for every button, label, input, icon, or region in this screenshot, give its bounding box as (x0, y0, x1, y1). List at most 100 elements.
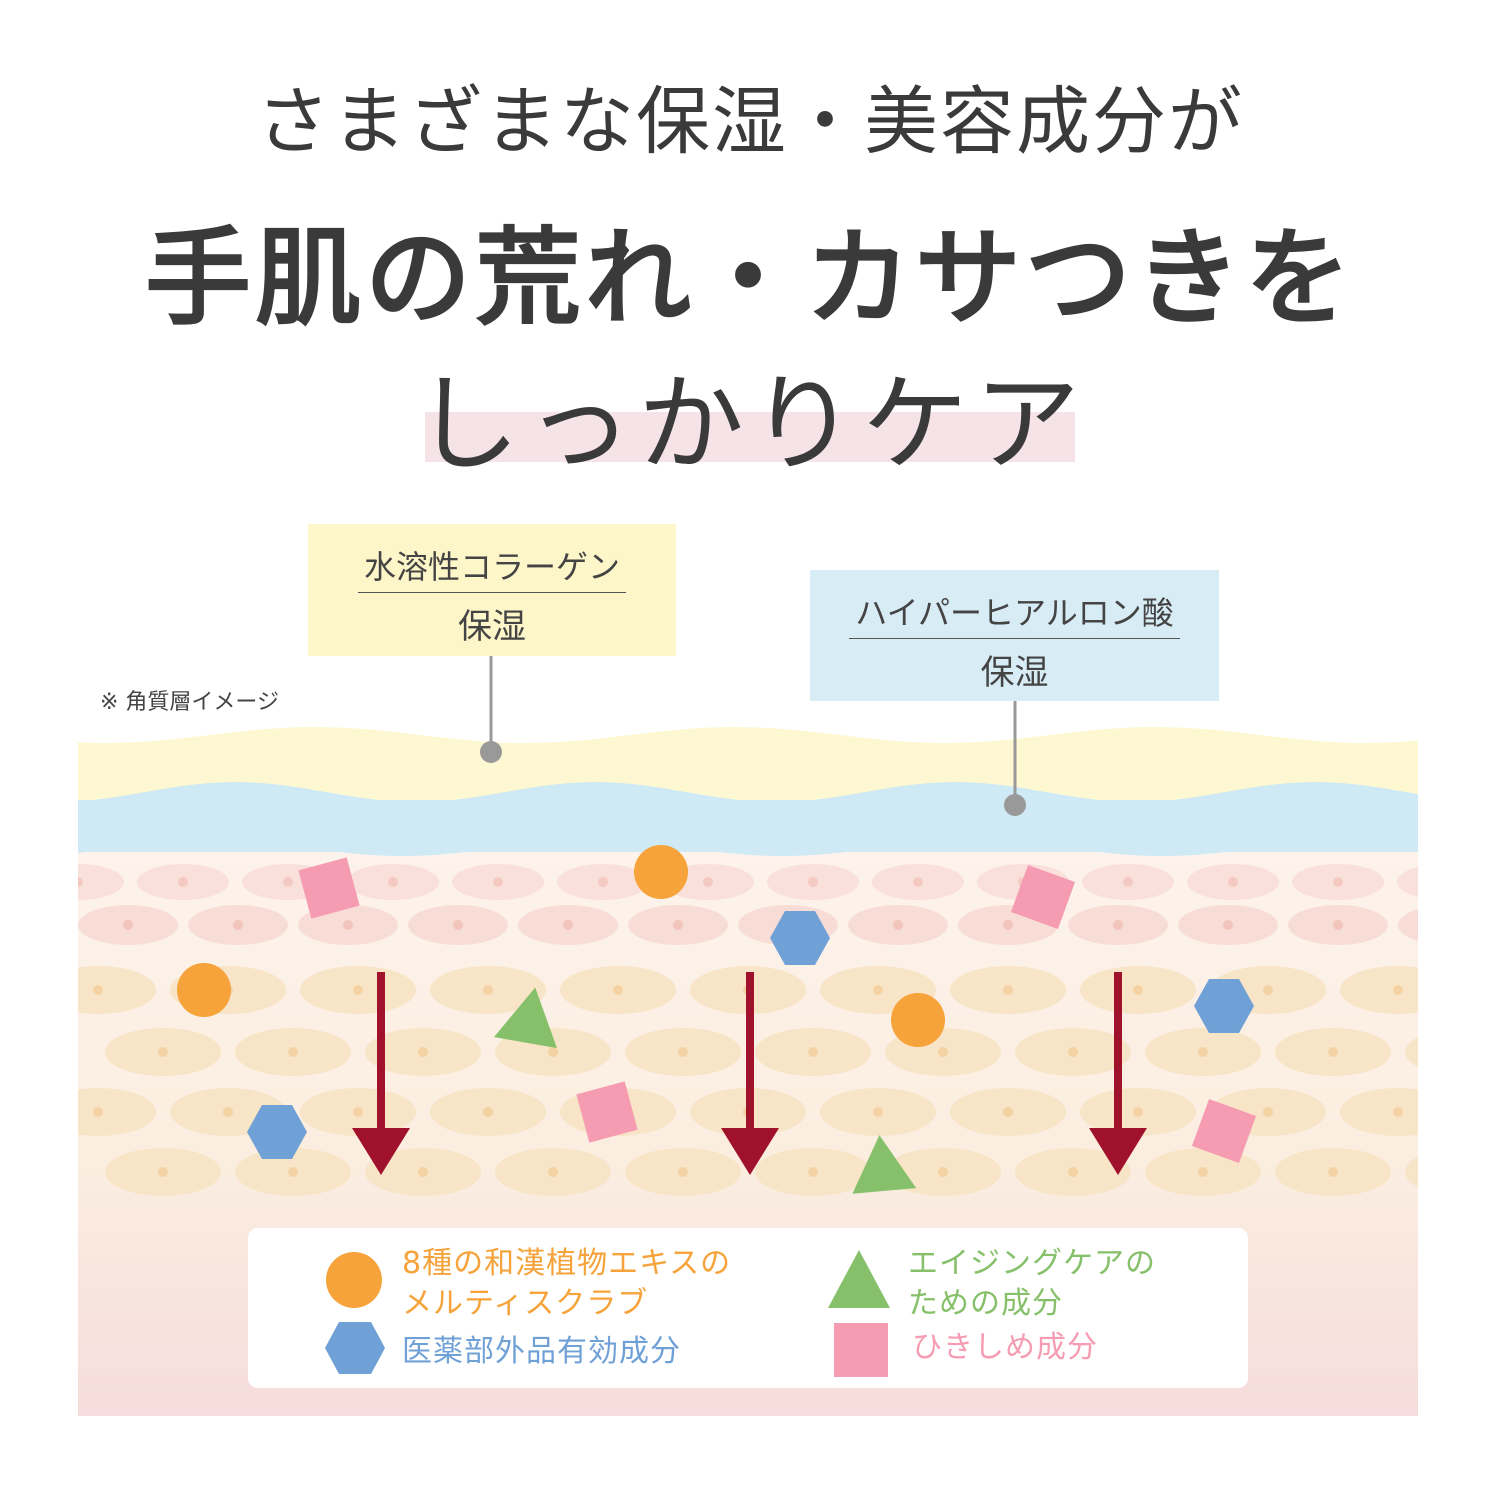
arrow-shaft (1114, 972, 1122, 1132)
yellow-collagen-layer (78, 727, 1418, 800)
scrub-particle (634, 845, 688, 899)
legend-quasi-drug-label: 医薬部外品有効成分 (402, 1334, 681, 1369)
skin-cell-nucleus (93, 985, 103, 995)
skin-cell-nucleus (613, 985, 623, 995)
penetration-arrows (352, 972, 1147, 1175)
skin-cell-nucleus (1123, 877, 1133, 887)
legend-aging-line-2: ための成分 (908, 1286, 1063, 1321)
skin-cell-nucleus (483, 1107, 493, 1117)
skin-cell-nucleus (1198, 1167, 1208, 1177)
skin-cell-nucleus (1068, 1047, 1078, 1057)
headline-highlight-bar (425, 412, 1075, 462)
legend-scrub-label: 8種の和漢植物エキスの メルティスクラブ (402, 1244, 731, 1324)
stratum-corneum-note: ※ 角質層イメージ (100, 690, 279, 715)
skin-cell-nucleus (1223, 920, 1233, 930)
blue-hexagon-icon (325, 1322, 385, 1374)
skin-cell-nucleus (1393, 985, 1403, 995)
arrow-head (352, 1128, 410, 1175)
skin-cell-nucleus (1328, 1047, 1338, 1057)
skin-cell-nucleus (873, 1107, 883, 1117)
skin-cell-nucleus (808, 1047, 818, 1057)
arrow-head (721, 1128, 779, 1175)
tightening-particle (1010, 864, 1076, 930)
skin-cell-nucleus (938, 1167, 948, 1177)
scrub-particle (177, 963, 231, 1017)
ingredient-legend: 8種の和漢植物エキスの メルティスクラブ エイジングケアの ための成分 医薬部外… (248, 1228, 1248, 1388)
quasi-drug-particle (1194, 979, 1254, 1033)
skin-cell-nucleus (283, 877, 293, 887)
tightening-particle (576, 1081, 638, 1143)
collagen-pointer-dot (480, 741, 502, 763)
left-margin-mask (0, 850, 78, 1450)
headline-line-1: さまざまな保湿・美容成分が (256, 79, 1244, 165)
skin-cell-nucleus (1133, 1107, 1143, 1117)
skin-cell-nucleus (1333, 920, 1343, 930)
headline-line-2: 手肌の荒れ・カサつきを (145, 215, 1355, 340)
skin-cell-nucleus (1198, 1047, 1208, 1057)
skin-cell-nucleus (1333, 877, 1343, 887)
skin-cell-nucleus (1328, 1167, 1338, 1177)
skin-cell-nucleus (288, 1167, 298, 1177)
skin-cell-nucleus (233, 920, 243, 930)
skin-cell-nucleus (388, 877, 398, 887)
aging-particle (493, 987, 557, 1049)
skin-cell-nucleus (483, 985, 493, 995)
ingredient-particles (177, 845, 1257, 1194)
skin-cell-nucleus (1003, 1107, 1013, 1117)
skin-cell-nucleus (1003, 920, 1013, 930)
skin-cell-nucleus (1068, 1167, 1078, 1177)
skin-cell-nucleus (158, 1167, 168, 1177)
skin-cell-nucleus (673, 920, 683, 930)
skin-cell-nucleus (548, 1047, 558, 1057)
callout-hyaluron-role: 保湿 (980, 653, 1049, 693)
skin-cell-nucleus (678, 1047, 688, 1057)
green-triangle-icon (828, 1250, 890, 1308)
skin-cell-nucleus (703, 877, 713, 887)
callout-lines (480, 656, 1026, 816)
tightening-particle (1191, 1098, 1257, 1164)
skin-cell-nucleus (178, 877, 188, 887)
quasi-drug-particle (247, 1105, 307, 1159)
legend-scrub-line-1: 8種の和漢植物エキスの (402, 1246, 732, 1281)
skin-cell-nucleus (548, 1167, 558, 1177)
arrow-shaft (377, 972, 385, 1132)
callout-collagen-role: 保湿 (458, 607, 526, 647)
skin-cell-nucleus (453, 920, 463, 930)
callout-collagen-name: 水溶性コラーゲン (357, 542, 626, 593)
aging-particle (852, 1135, 917, 1194)
orange-circle-icon (326, 1252, 382, 1308)
legend-tightening-label: ひきしめ成分 (912, 1330, 1098, 1365)
skin-cell-nucleus (158, 1047, 168, 1057)
skin-cell-nucleus (808, 877, 818, 887)
skin-cell-nucleus (1263, 985, 1273, 995)
skin-cell-nucleus (1263, 1107, 1273, 1117)
skin-cell-nucleus (893, 920, 903, 930)
skin-cell-nucleus (223, 1107, 233, 1117)
skin-cell-nucleus (938, 1047, 948, 1057)
skin-cell-nucleus (93, 1107, 103, 1117)
skin-cell-nucleus (418, 1047, 428, 1057)
hyaluron-pointer-dot (1004, 794, 1026, 816)
skin-cell-nucleus (1003, 985, 1013, 995)
callout-collagen: 水溶性コラーゲン 保湿 (308, 524, 676, 656)
skin-cell-nucleus (913, 877, 923, 887)
pink-square-icon (834, 1323, 888, 1377)
callout-hyaluron-name: ハイパーヒアルロン酸 (849, 588, 1180, 639)
skin-cell-nucleus (1113, 920, 1123, 930)
skin-cell-nucleus (1393, 1107, 1403, 1117)
skin-cell-nucleus (343, 920, 353, 930)
headline-line-3: しっかりケア (414, 363, 1086, 486)
skin-cell-nucleus (288, 1047, 298, 1057)
skin-cell-nucleus (123, 920, 133, 930)
arrow-shaft (746, 972, 754, 1132)
skin-cell-nucleus (563, 920, 573, 930)
quasi-drug-particle (770, 911, 830, 965)
skin-cell-nucleus (418, 1167, 428, 1177)
scrub-particle (891, 993, 945, 1047)
skin-cell-nucleus (353, 1107, 363, 1117)
skin-cell-nucleus (808, 1167, 818, 1177)
arrow-head (1089, 1128, 1147, 1175)
skin-cell-nucleus (873, 985, 883, 995)
skin-cell-nucleus (353, 985, 363, 995)
callout-hyaluron: ハイパーヒアルロン酸 保湿 (810, 570, 1219, 701)
